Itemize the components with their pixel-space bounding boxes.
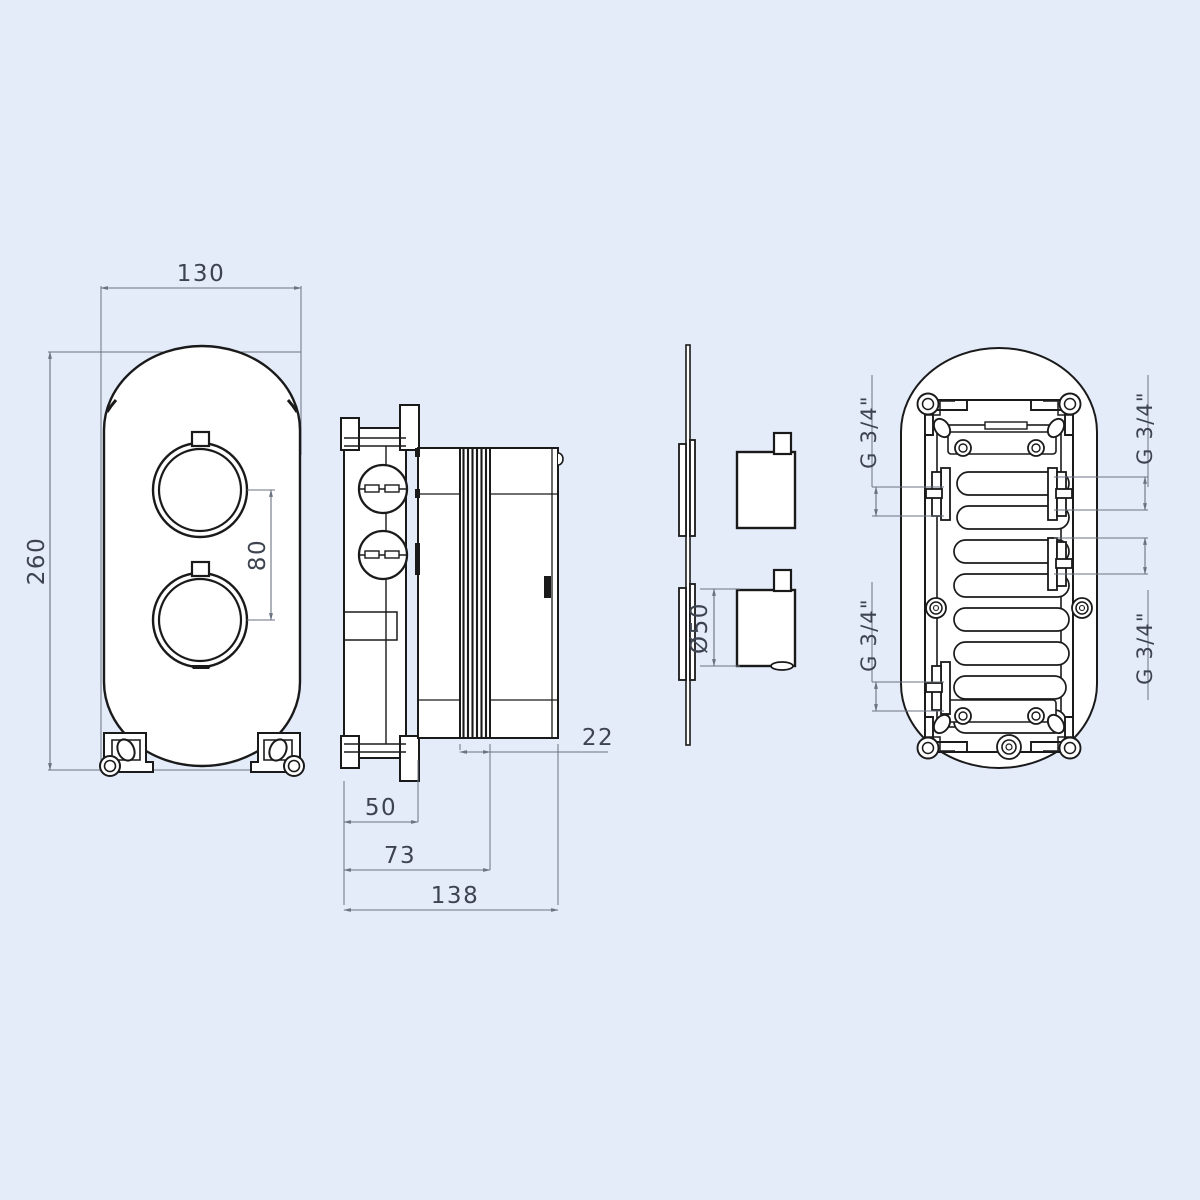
dimension-73-label: 73 xyxy=(384,843,416,869)
dimension-50: 50 xyxy=(343,795,419,824)
rear-bottom-crossbar xyxy=(947,699,1057,760)
rear-inlet-port-left-lower xyxy=(925,661,951,715)
dimension-73: 73 xyxy=(343,843,491,872)
dimension-130: 130 xyxy=(100,261,302,290)
dimension-260-label: 260 xyxy=(24,537,50,585)
rear-view: G 3/4" G 3/4" G 3/4" G 3/4" xyxy=(857,347,1157,769)
cartridge-lower-base xyxy=(770,661,794,671)
handle-bottom-indicator-tab xyxy=(190,560,211,578)
side-valve-ports xyxy=(357,463,409,581)
thread-label-bottom-right: G 3/4" xyxy=(1133,611,1157,685)
side-valve-body xyxy=(415,447,461,739)
side-threaded-barrel xyxy=(459,447,491,739)
rear-corner-ear-top-right xyxy=(1030,392,1082,439)
dimension-50-label: 50 xyxy=(365,795,397,821)
faceplate-edge-highlight-right xyxy=(286,398,299,413)
faceplate-edge-highlight-left xyxy=(105,398,118,413)
front-bracket-right xyxy=(250,732,305,777)
dimension-22-label: 22 xyxy=(582,725,614,751)
rear-top-crossbar xyxy=(947,421,1057,457)
rear-corner-ear-bottom-left xyxy=(916,713,968,760)
thread-label-bottom-left: G 3/4" xyxy=(857,598,881,672)
dimension-130-label: 130 xyxy=(177,261,225,287)
side-rear-housing xyxy=(489,447,564,739)
rear-corner-ear-top-left xyxy=(916,392,968,439)
handle-top-inner-ring xyxy=(157,447,243,533)
front-bracket-left xyxy=(99,732,154,777)
cartridge-lower xyxy=(735,568,797,671)
thread-label-top-right: G 3/4" xyxy=(1133,391,1157,465)
cartridge-lower-spigot xyxy=(772,568,793,593)
dimension-80-label: 80 xyxy=(245,539,271,571)
front-elevation-view: 130 260 80 xyxy=(24,261,305,777)
cartridge-upper xyxy=(735,431,797,530)
side-section-view: 22 50 73 138 xyxy=(340,404,614,912)
dimension-138: 138 xyxy=(343,883,559,912)
rear-left-leader-lines xyxy=(871,375,944,712)
dimension-138-label: 138 xyxy=(431,883,479,909)
wall-plate-seal-upper xyxy=(678,439,696,537)
cartridge-upper-spigot xyxy=(772,431,793,456)
handle-bottom-bottom-mark xyxy=(190,665,212,669)
thread-label-top-left: G 3/4" xyxy=(857,395,881,469)
rear-inlet-port-right-lower xyxy=(1047,537,1073,591)
dimension-260: 260 xyxy=(24,351,52,771)
dimension-22: 22 xyxy=(459,725,614,754)
rear-side-bosses xyxy=(925,597,1093,619)
dimension-diameter-50: Ø50 xyxy=(687,588,740,667)
rear-corner-ear-bottom-right xyxy=(1030,713,1082,760)
rear-inlet-port-right-upper xyxy=(1047,467,1073,521)
wall-plate-profile xyxy=(685,344,691,746)
dimension-diameter-50-label: Ø50 xyxy=(687,602,713,654)
rear-right-leader-lines xyxy=(1054,375,1149,700)
small-parts-view: Ø50 xyxy=(678,344,797,746)
handle-bottom-inner-ring xyxy=(157,577,243,663)
dimension-80: 80 xyxy=(245,489,275,621)
wall-plate-seal-lower xyxy=(678,583,696,681)
rear-grille-slots xyxy=(953,471,1070,734)
front-handle-bottom[interactable] xyxy=(151,560,249,669)
handle-top-indicator-tab xyxy=(190,430,211,448)
